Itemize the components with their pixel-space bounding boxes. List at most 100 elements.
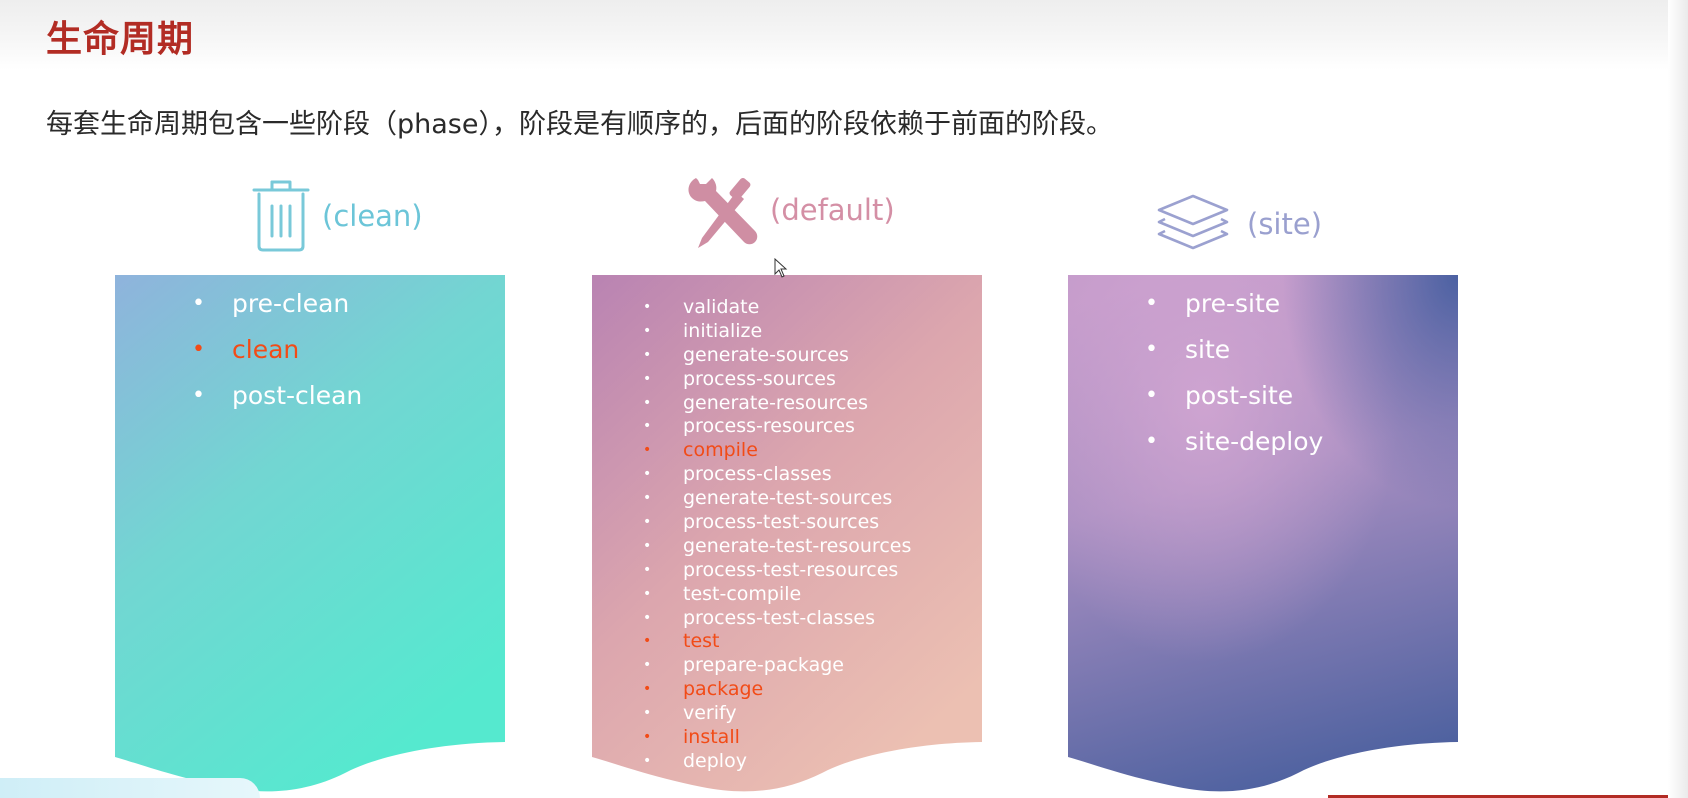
phase-name: site	[1185, 335, 1231, 364]
bullet-icon: •	[1145, 337, 1158, 362]
phase-name: package	[683, 678, 764, 701]
default-card-background	[592, 275, 982, 792]
default-phase-item: • compile	[643, 439, 911, 463]
phase-name: process-classes	[683, 463, 832, 486]
default-phase-item: • package	[643, 678, 911, 702]
phase-name: post-site	[1185, 381, 1294, 410]
clean-phase-item: • post-clean	[192, 378, 363, 424]
bullet-icon: •	[643, 442, 652, 459]
bullet-icon: •	[643, 394, 652, 411]
phase-name: validate	[683, 296, 760, 318]
site-phase-item: • site-deploy	[1145, 424, 1324, 470]
site-phase-item: • pre-site	[1145, 286, 1323, 332]
site-phase-item: • site	[1145, 332, 1323, 378]
default-phase-item: • initialize	[643, 319, 911, 344]
decorative-wave	[0, 778, 260, 798]
bullet-icon: •	[643, 705, 652, 722]
layers-icon	[1155, 192, 1231, 260]
edge-shadow	[1668, 0, 1688, 798]
default-phase-item: • process-sources	[643, 367, 911, 392]
slide-title: 生命周期	[46, 19, 195, 60]
bullet-icon: •	[1145, 291, 1158, 316]
clean-phase-list: • pre-clean • clean • post-clean	[192, 286, 363, 424]
default-phase-item: •generate-sources	[643, 343, 911, 368]
default-phase-item: •install	[643, 726, 911, 750]
site-phase-card: • pre-site • site •post-site • site-deploy	[1068, 275, 1458, 795]
default-phase-item: • generate-test-sources	[643, 487, 911, 511]
phase-name: generate-test-sources	[683, 487, 893, 510]
bullet-icon: •	[643, 657, 652, 674]
clean-label: (clean)	[322, 199, 423, 233]
site-card-background	[1068, 275, 1458, 792]
phase-name: generate-resources	[683, 391, 869, 414]
clean-phase-item: • clean	[192, 332, 362, 378]
slide-subtitle: 每套生命周期包含一些阶段（phase），阶段是有顺序的，后面的阶段依赖于前面的阶…	[46, 109, 1113, 140]
phase-name: deploy	[683, 749, 747, 772]
wrench-screwdriver-icon	[686, 176, 764, 258]
site-phase-list: • pre-site • site •post-site • site-deploy	[1145, 286, 1324, 470]
bullet-icon: •	[192, 337, 205, 362]
phase-name: clean	[232, 335, 300, 364]
default-phase-item: •prepare-package	[643, 654, 911, 678]
phase-name: initialize	[683, 319, 763, 342]
trash-icon	[252, 176, 310, 256]
bullet-icon: •	[643, 514, 652, 531]
default-phase-item: • process-resources	[643, 415, 911, 439]
default-phase-item: • process-classes	[643, 463, 911, 487]
phase-name: process-test-classes	[683, 606, 875, 629]
bottom-accent-line	[1328, 795, 1668, 798]
phase-name: compile	[683, 439, 758, 462]
default-phase-item: • verify	[643, 702, 911, 726]
default-phase-item: • deploy	[643, 749, 911, 774]
default-phase-item: • process-test-resources	[643, 558, 911, 583]
phase-name: pre-clean	[232, 289, 350, 318]
bullet-icon: •	[643, 370, 652, 387]
clean-phase-item: • pre-clean	[192, 286, 362, 332]
bullet-icon: •	[643, 729, 652, 746]
default-phase-item: • validate	[643, 296, 911, 320]
site-phase-item: •post-site	[1145, 378, 1323, 424]
bullet-icon: •	[192, 291, 205, 316]
bullet-icon: •	[643, 681, 652, 698]
phase-name: test	[683, 630, 720, 653]
phase-name: site-deploy	[1185, 427, 1324, 456]
mouse-pointer-icon	[774, 257, 788, 282]
phase-name: verify	[683, 702, 737, 725]
phase-name: process-test-sources	[683, 511, 880, 534]
phase-name: process-resources	[683, 415, 855, 438]
default-phase-card: •validate•initialize•generate-sources•pr…	[592, 275, 982, 795]
phase-name: generate-test-resources	[683, 534, 912, 557]
bullet-icon: •	[643, 466, 652, 483]
bullet-icon: •	[643, 752, 652, 769]
bullet-icon: •	[643, 537, 652, 554]
default-phase-item: • generate-resources	[643, 391, 911, 416]
default-label: (default)	[770, 193, 895, 227]
site-label: (site)	[1247, 207, 1323, 241]
bullet-icon: •	[643, 322, 652, 339]
site-header: (site)	[1155, 192, 1322, 260]
default-phase-item: •test-compile	[643, 582, 911, 607]
bullet-icon: •	[192, 383, 205, 408]
default-phase-item: • process-test-sources	[643, 511, 911, 535]
clean-phase-card: • pre-clean • clean • post-clean	[115, 275, 505, 795]
default-phase-item: • test	[643, 630, 911, 654]
bullet-icon: •	[643, 609, 652, 626]
bullet-icon: •	[643, 561, 652, 578]
clean-card-background	[115, 275, 505, 792]
bullet-icon: •	[643, 490, 652, 507]
default-phase-list: •validate•initialize•generate-sources•pr…	[643, 296, 912, 774]
bullet-icon: •	[1145, 429, 1158, 454]
clean-header: (clean)	[252, 176, 423, 256]
default-header: (default)	[686, 176, 895, 258]
phase-name: process-sources	[683, 367, 836, 390]
phase-name: pre-site	[1185, 289, 1281, 318]
bullet-icon: •	[643, 299, 652, 315]
phase-name: process-test-resources	[683, 558, 899, 581]
default-phase-item: • process-test-classes	[643, 606, 911, 631]
bullet-icon: •	[643, 418, 652, 435]
phase-name: post-clean	[232, 381, 363, 410]
bullet-icon: •	[643, 633, 652, 650]
phase-name: test-compile	[683, 582, 802, 605]
phase-name: generate-sources	[683, 343, 849, 366]
